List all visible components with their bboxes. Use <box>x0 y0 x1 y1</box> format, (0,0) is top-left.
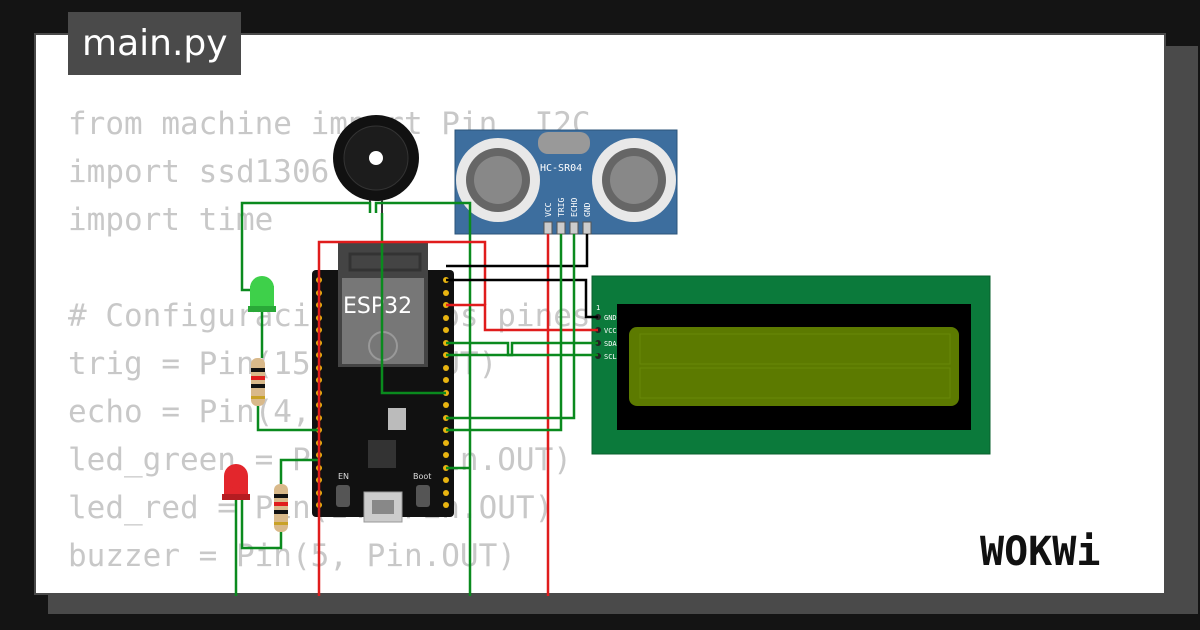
lcd-display[interactable]: 1 GND VCC SDA SCL <box>591 275 991 455</box>
code-line: buzzer = Pin(5, Pin.OUT) <box>68 538 516 574</box>
wires <box>234 201 598 596</box>
ultrasonic-sensor[interactable]: HC-SR04 VCC TRIG ECHO GND <box>454 129 678 235</box>
file-tab[interactable]: main.py <box>68 12 241 75</box>
code-line: import time <box>68 202 274 238</box>
svg-text:SCL: SCL <box>604 353 617 361</box>
led-green[interactable] <box>248 276 276 312</box>
boot-label: Boot <box>413 472 431 481</box>
sensor-pin-trig-label: TRIG <box>557 198 566 217</box>
sensor-label: HC-SR04 <box>540 163 582 174</box>
code-line: import ssd1306 <box>68 154 330 190</box>
sensor-pin-vcc-label: VCC <box>544 202 553 217</box>
sensor-pin-gnd-label: GND <box>583 202 592 217</box>
sensor-pin-echo-label: ECHO <box>570 198 579 217</box>
en-button[interactable] <box>336 485 350 507</box>
lcd-pin-number: 1 <box>596 304 600 312</box>
resistor-red[interactable] <box>274 484 288 532</box>
code-line: from machine import Pin, I2C <box>68 106 591 142</box>
svg-text:GND: GND <box>604 314 617 322</box>
buzzer[interactable] <box>333 115 419 213</box>
svg-text:VCC: VCC <box>604 327 617 335</box>
boot-button[interactable] <box>416 485 430 507</box>
en-label: EN <box>338 472 349 481</box>
led-red[interactable] <box>222 464 250 500</box>
esp32-label: ESP32 <box>343 294 412 319</box>
svg-text:SDA: SDA <box>604 340 617 348</box>
resistor-green[interactable] <box>251 358 265 406</box>
wokwi-logo: WOKWi <box>980 529 1100 575</box>
svg-text:WOKWi: WOKWi <box>980 529 1100 575</box>
